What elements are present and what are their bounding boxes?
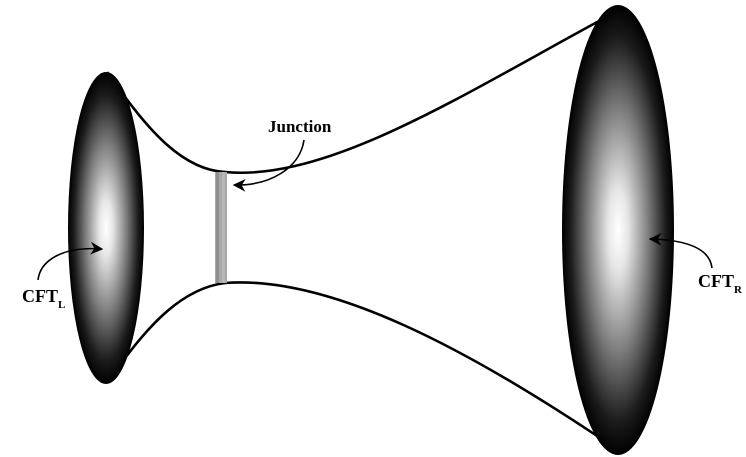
junction-label: Junction — [268, 117, 332, 136]
left-cft-label-subscript: L — [58, 299, 65, 311]
left-cft-label: CFTL — [22, 286, 65, 311]
junction-strip — [215, 172, 227, 283]
left-cft-label-main: CFT — [22, 286, 58, 306]
right-cft-label-subscript: R — [734, 284, 743, 296]
upper-right-throat-curve — [225, 14, 612, 173]
right-cft-boundary — [562, 5, 674, 455]
left-cft-boundary — [68, 72, 144, 384]
right-cft-label: CFTR — [698, 271, 743, 296]
junction-arrow — [234, 140, 304, 185]
lower-right-throat-curve — [225, 282, 612, 446]
right-cft-label-main: CFT — [698, 271, 734, 291]
